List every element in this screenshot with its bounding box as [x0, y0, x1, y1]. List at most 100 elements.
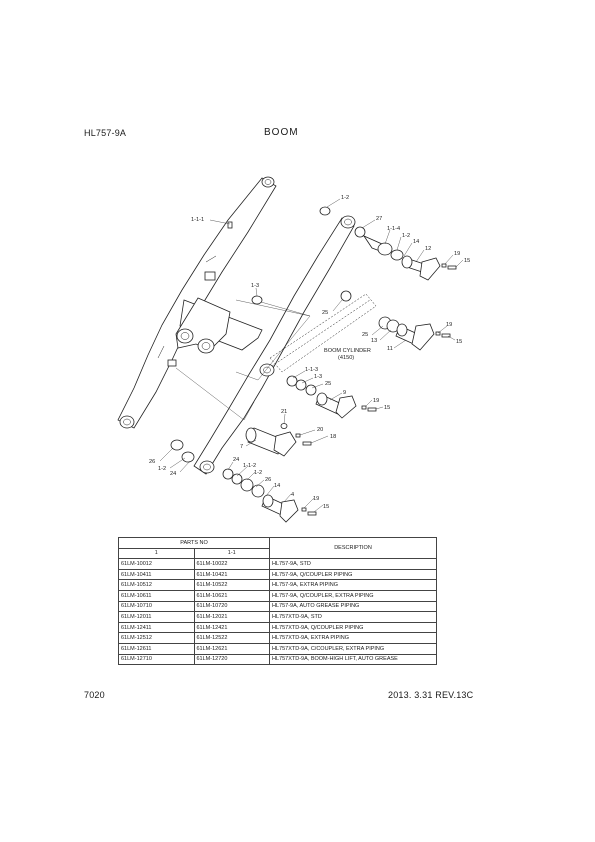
description-cell: HL757-9A, STD	[269, 558, 437, 570]
callout: 1-1-3	[305, 367, 318, 373]
callout: 1-3	[314, 374, 322, 380]
page-title: BOOM	[264, 127, 299, 138]
part-number-1-cell: 61LM-12710	[118, 653, 195, 666]
part-number-1-cell: 61LM-10710	[118, 600, 195, 613]
model-code: HL757-9A	[84, 128, 127, 138]
callout: 15	[464, 258, 470, 264]
callout: 20	[317, 427, 323, 433]
callout: 14	[413, 239, 419, 245]
callout: 4	[291, 492, 294, 498]
part-number-1-1-cell: 61LM-12621	[193, 642, 270, 655]
callout: 1-2	[341, 195, 349, 201]
callout: 21	[281, 409, 287, 415]
callout: 9	[343, 390, 346, 396]
parts-no-header: PARTS NO	[118, 537, 270, 549]
description-cell: HL757-9A, AUTO GREASE PIPING	[269, 600, 437, 613]
callout: 15	[384, 405, 390, 411]
callout: 27	[376, 216, 382, 222]
cross-tube	[167, 271, 263, 367]
part-number-1-1-cell: 61LM-12421	[193, 621, 270, 634]
callout: 19	[446, 322, 452, 328]
callout: 1-2	[402, 233, 410, 239]
callout: 1-2	[254, 470, 262, 476]
callout: 1-1-4	[387, 226, 400, 232]
column-1-1-header: 1-1	[193, 547, 270, 560]
column-1-header: 1	[118, 547, 195, 560]
description-cell: HL757XTD-9A, Q/COUPLER PIPING	[269, 621, 437, 634]
callout: 19	[454, 251, 460, 257]
cylinder-head-pin-group	[251, 290, 451, 351]
part-number-1-cell: 61LM-12611	[118, 642, 195, 655]
part-number-1-cell: 61LM-10012	[118, 558, 195, 570]
part-number-1-1-cell: 61LM-12720	[193, 653, 270, 666]
top-pin-group	[319, 206, 457, 281]
part-number-1-1-cell: 61LM-10421	[193, 568, 270, 581]
callout: 15	[323, 504, 329, 510]
part-number-1-cell: 61LM-10512	[118, 579, 195, 591]
boom-cylinder: BOOM CYLINDER (4150)	[269, 293, 377, 373]
part-number-1-1-cell: 61LM-10720	[193, 600, 270, 613]
callout: 15	[456, 339, 462, 345]
part-number-1-cell: 61LM-10411	[118, 568, 195, 581]
callout: 19	[313, 496, 319, 502]
callout: 11	[387, 346, 393, 352]
callout: 25	[325, 381, 331, 387]
part-number-1-1-cell: 61LM-12522	[193, 632, 270, 644]
callout-labels: 1-1-1 1-2 27 1-1-4 1-2 14 12 19 15 1-3 2…	[149, 195, 470, 510]
callout: 7	[240, 444, 243, 450]
part-number-1-cell: 61LM-10611	[118, 589, 195, 602]
revision-date: 2013. 3.31 REV.13C	[388, 690, 474, 700]
callout: 13	[371, 338, 377, 344]
description-cell: HL757-9A, Q/COUPLER PIPING	[269, 568, 437, 581]
description-cell: HL757XTD-9A, STD	[269, 611, 437, 623]
callout: 1-3	[251, 283, 259, 289]
callout: 25	[362, 332, 368, 338]
middle-pin-group	[286, 375, 377, 419]
callout: 24	[170, 471, 176, 477]
part-number-1-1-cell: 61LM-10621	[193, 589, 270, 602]
part-number-1-1-cell: 61LM-12021	[193, 611, 270, 623]
lower-pin-group	[170, 439, 317, 523]
description-cell: HL757-9A, EXTRA PIPING	[269, 579, 437, 591]
callout: 26	[265, 477, 271, 483]
cylinder-label: BOOM CYLINDER	[324, 348, 371, 354]
part-number-1-1-cell: 61LM-10522	[193, 579, 270, 591]
grease-fitting-icon	[227, 221, 233, 229]
callout: 25	[322, 310, 328, 316]
callout: 19	[373, 398, 379, 404]
callout: 24	[233, 457, 239, 463]
table-header-row: PARTS NO DESCRIPTION	[118, 536, 437, 560]
part-number-1-1-cell: 61LM-10022	[193, 558, 270, 570]
right-boom-arm	[193, 215, 356, 475]
bracket-icon	[204, 271, 216, 281]
part-number-1-cell: 61LM-12512	[118, 632, 195, 644]
callout: 18	[330, 434, 336, 440]
callout: 1-1-2	[243, 463, 256, 469]
callout: 14	[274, 483, 280, 489]
callout: 26	[149, 459, 155, 465]
callout: 1-1-1	[191, 217, 204, 223]
description-cell: HL757XTD-9A, C/COUPLER, EXTRA PIPING	[269, 642, 437, 655]
clamp-icon	[167, 359, 177, 367]
callout: 12	[425, 246, 431, 252]
page-number: 7020	[84, 690, 105, 700]
description-cell: HL757XTD-9A, EXTRA PIPING	[269, 632, 437, 644]
leader-lines	[159, 198, 464, 513]
description-cell: HL757XTD-9A, BOOM-HIGH LIFT, AUTO GREASE	[269, 653, 437, 666]
callout: 1-2	[158, 466, 166, 472]
pin-7-group	[245, 423, 312, 457]
cylinder-bore: (4150)	[338, 355, 354, 361]
